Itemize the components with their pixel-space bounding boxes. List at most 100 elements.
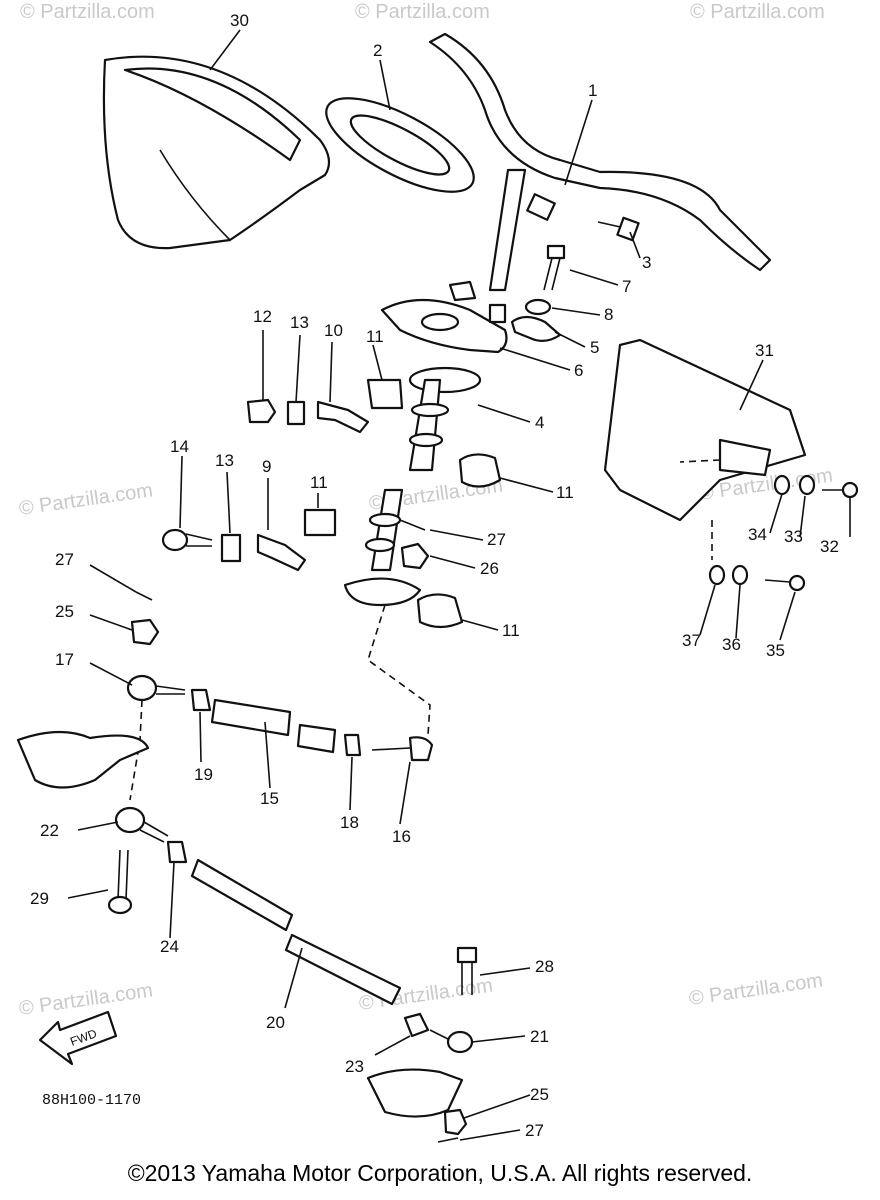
part-label: 5 <box>590 338 599 357</box>
cotter-pin-27c-part <box>437 1137 459 1143</box>
part-label: 1 <box>588 81 597 100</box>
part-label: 28 <box>535 957 554 976</box>
nut-25b-part <box>443 1108 468 1136</box>
bolt-7-part <box>543 244 566 291</box>
leader-lines <box>67 29 851 1141</box>
part-label: 27 <box>55 550 74 569</box>
bushing-11-part <box>303 378 502 629</box>
handle-pad-part <box>325 97 475 193</box>
fwd-arrow-icon: FWD <box>38 1010 118 1066</box>
part-label: 30 <box>230 11 249 30</box>
nut-23-part <box>403 1012 430 1038</box>
part-label: 8 <box>604 305 613 324</box>
handlebar-part <box>428 32 772 292</box>
ball-joint-16-part <box>371 736 434 762</box>
nut-26-part <box>400 542 430 570</box>
nut-25-part <box>130 618 160 646</box>
nut-12-part <box>246 398 277 424</box>
part-labels: 30 2 1 3 7 8 5 6 4 12 13 10 11 14 13 9 1… <box>30 11 839 1140</box>
washer-8-part <box>524 298 552 316</box>
ball-joint-17-part <box>126 674 186 702</box>
part-label: 13 <box>290 313 309 332</box>
watermark: © Partzilla.com <box>688 969 825 1010</box>
linkage-line <box>367 604 431 736</box>
part-label: 10 <box>324 321 343 340</box>
bolt-29-part <box>107 849 133 915</box>
steering-shaft-lower-part <box>343 488 422 607</box>
part-label: 16 <box>392 827 411 846</box>
bracket-13b-part <box>220 533 242 563</box>
part-label: 25 <box>530 1085 549 1104</box>
part-label: 18 <box>340 813 359 832</box>
part-label: 4 <box>535 413 544 432</box>
cotter-pin-27-part <box>399 519 426 531</box>
part-label: 33 <box>784 527 803 546</box>
part-label: 11 <box>556 483 574 502</box>
part-label: 24 <box>160 937 179 956</box>
nut-18-part <box>343 733 362 757</box>
tube-15-part <box>210 698 292 737</box>
part-label: 11 <box>310 473 328 492</box>
part-label: 27 <box>487 530 506 549</box>
part-label: 23 <box>345 1057 364 1076</box>
ball-joint-21-part <box>429 1029 474 1054</box>
part-label: 2 <box>373 41 382 60</box>
ball-joint-22-part <box>114 806 169 843</box>
part-label: 6 <box>574 361 583 380</box>
side-cover-31-part <box>603 338 807 560</box>
shaft-20-part <box>190 858 294 932</box>
drawing-code: 88H100-1170 <box>42 1092 141 1109</box>
copyright-footer: ©2013 Yamaha Motor Corporation, U.S.A. A… <box>127 1160 753 1186</box>
part-label: 12 <box>253 307 272 326</box>
part-label: 22 <box>40 821 59 840</box>
part-label: 32 <box>820 537 839 556</box>
washer-36-part <box>731 564 749 586</box>
part-label: 36 <box>722 635 741 654</box>
part-label: 14 <box>170 437 189 456</box>
screw-32-part <box>822 481 859 499</box>
part-label: 15 <box>260 789 279 808</box>
nut-24-part <box>166 840 188 864</box>
part-label: 27 <box>525 1121 544 1140</box>
part-label: 29 <box>30 889 49 908</box>
part-label: 35 <box>766 641 785 660</box>
screw-35-part <box>764 574 806 592</box>
steering-shaft-4-part <box>408 366 482 472</box>
watermark: © Partzilla.com <box>18 479 155 520</box>
nut-19-part <box>190 688 212 712</box>
bolt-28-part <box>456 946 478 995</box>
steering-plate-6-part <box>380 280 508 354</box>
part-label: 3 <box>642 253 651 272</box>
tube-15b-part <box>296 723 337 754</box>
part-label: 26 <box>480 559 499 578</box>
nozzle-bracket-part <box>16 730 150 789</box>
steering-cover-part <box>102 55 331 250</box>
washer-33-part <box>798 474 816 496</box>
part-label: 11 <box>366 327 384 346</box>
clamp-9-part <box>256 533 307 572</box>
washer-37-part <box>708 564 726 586</box>
watermark: © Partzilla.com <box>20 1 155 23</box>
part-label: 19 <box>194 765 213 784</box>
nozzle-bracket-b-part <box>366 1068 464 1118</box>
watermark: © Partzilla.com <box>690 1 825 23</box>
bolt-3-part <box>597 216 640 242</box>
part-label: 7 <box>622 277 631 296</box>
watermark: © Partzilla.com <box>18 979 155 1020</box>
bracket-13-part <box>286 400 306 426</box>
part-label: 13 <box>215 451 234 470</box>
part-label: 31 <box>755 341 774 360</box>
part-label: 9 <box>262 457 271 476</box>
part-label: 17 <box>55 650 74 669</box>
part-label: 37 <box>682 631 701 650</box>
clamp-5-part <box>510 315 562 342</box>
clamp-10-part <box>316 400 370 434</box>
washer-34-part <box>773 474 791 496</box>
part-label: 21 <box>530 1027 549 1046</box>
part-label: 20 <box>266 1013 285 1032</box>
part-label: 11 <box>502 621 520 640</box>
part-label: 34 <box>748 525 767 544</box>
bolt-14-part <box>161 528 213 552</box>
shaft-20b-part <box>284 933 402 1006</box>
